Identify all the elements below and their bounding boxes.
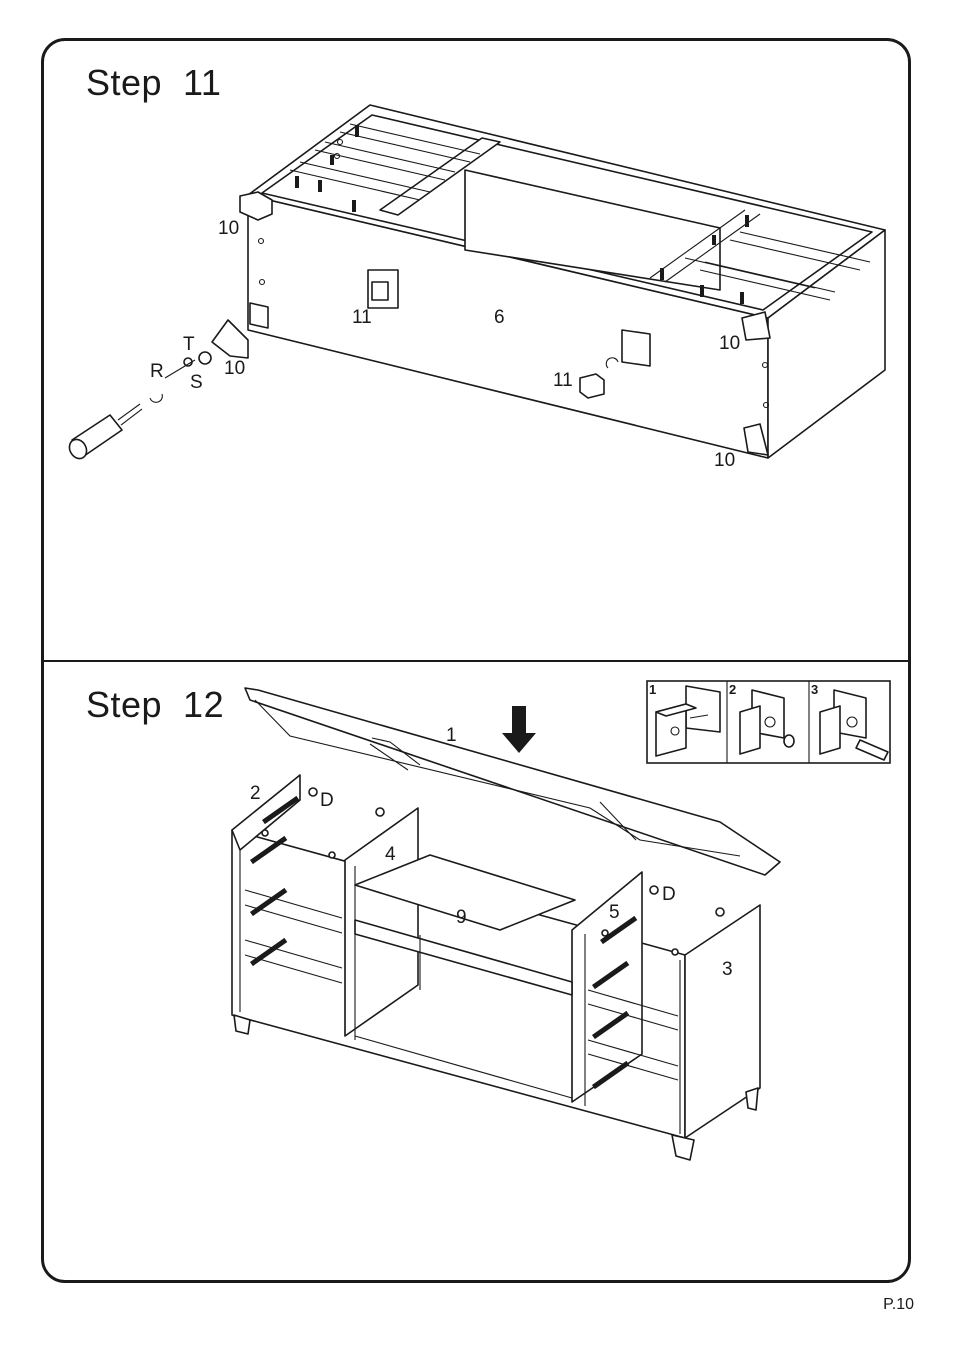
label-D-a: D (320, 790, 334, 811)
label-1: 1 (446, 725, 457, 746)
label-D-b: D (662, 884, 676, 905)
step-11-illustration: 10 10 10 10 11 11 6 R S T (66, 105, 885, 471)
label-10-a: 10 (218, 218, 239, 239)
label-11-a: 11 (352, 307, 372, 328)
down-arrow-icon (502, 706, 536, 753)
label-6: 6 (494, 307, 505, 328)
inset-step-3: 3 (811, 682, 818, 697)
inset-step-2: 2 (729, 682, 736, 697)
label-2: 2 (250, 783, 261, 804)
label-S: S (190, 372, 203, 393)
screwdriver-icon (66, 404, 142, 462)
label-9: 9 (456, 907, 467, 928)
inset-step-1: 1 (649, 682, 656, 697)
label-3: 3 (722, 959, 733, 980)
label-5: 5 (609, 902, 620, 923)
label-10-c: 10 (719, 333, 740, 354)
bracket-10-loose (212, 320, 248, 358)
label-10-d: 10 (714, 450, 735, 471)
label-10-b: 10 (224, 358, 245, 379)
label-R: R (150, 361, 164, 382)
label-4: 4 (385, 844, 396, 865)
label-T: T (183, 334, 195, 355)
page-number: P.10 (883, 1296, 914, 1314)
label-11-b: 11 (553, 370, 573, 391)
cam-lock-inset: 1 2 3 (647, 681, 890, 763)
knob-11 (580, 374, 604, 398)
